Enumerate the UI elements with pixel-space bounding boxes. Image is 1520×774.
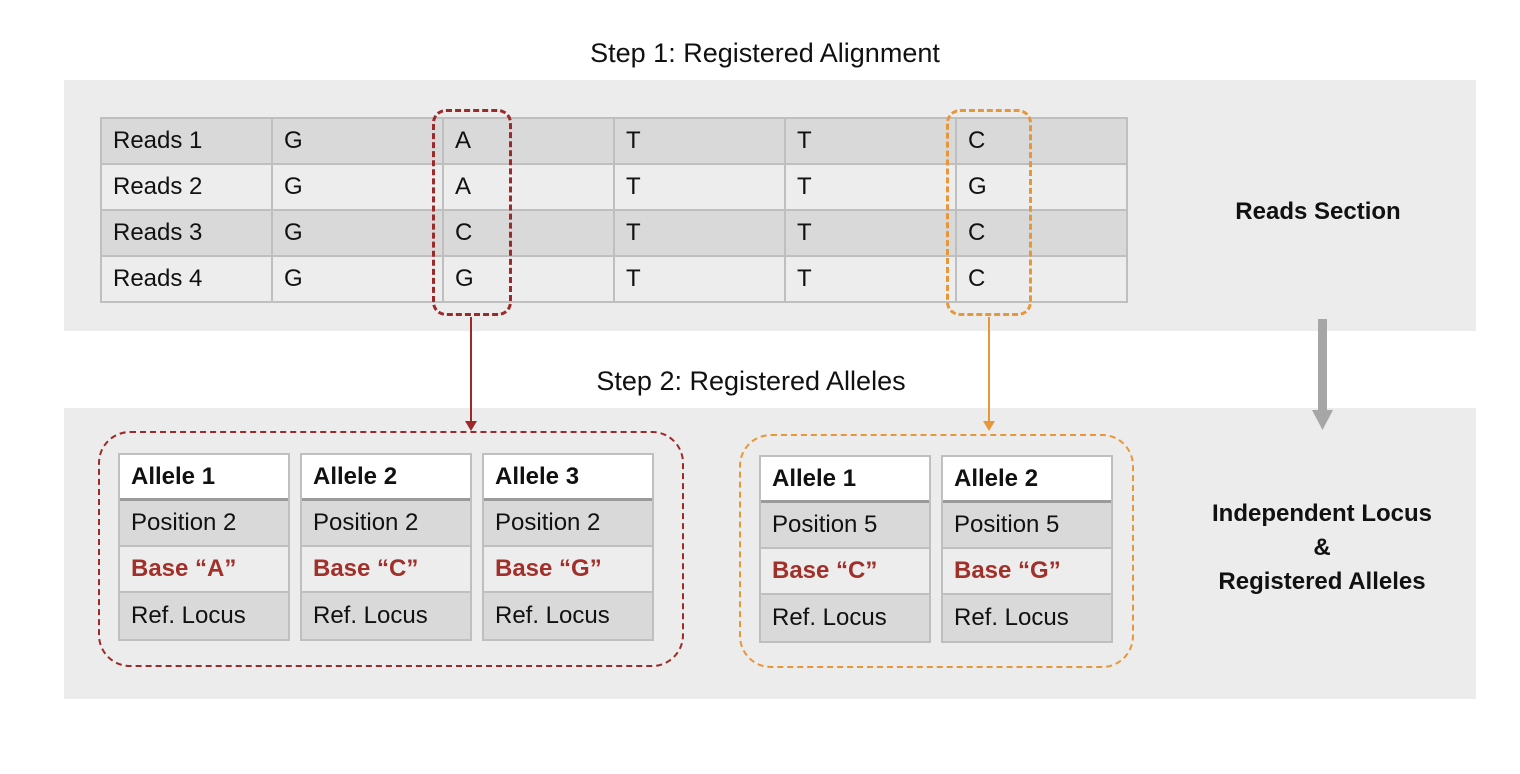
allele-card: Allele 3 Position 2 Base “G” Ref. Locus [482, 453, 654, 641]
base-cell: T [613, 255, 786, 303]
position-2-highlight [432, 109, 512, 316]
red-arrow [465, 317, 477, 431]
base-cell: A [442, 163, 615, 211]
allele-position: Position 2 [302, 501, 470, 547]
allele-title: Allele 3 [484, 455, 652, 501]
allele-base: Base “G” [484, 547, 652, 593]
step1-title: Step 1: Registered Alignment [590, 38, 940, 68]
gray-down-arrow [1312, 319, 1333, 430]
step2-title: Step 2: Registered Alleles [596, 366, 906, 396]
base-cell: G [955, 163, 1128, 211]
base-cell: C [442, 209, 615, 257]
allele-card: Allele 1 Position 2 Base “A” Ref. Locus [118, 453, 290, 641]
base-cell: C [955, 209, 1128, 257]
base-cell: C [955, 117, 1128, 165]
base-cell: G [442, 255, 615, 303]
read-label: Reads 1 [100, 117, 273, 165]
read-label: Reads 4 [100, 255, 273, 303]
base-cell: G [271, 163, 444, 211]
base-cell: G [271, 255, 444, 303]
allele-position: Position 5 [943, 503, 1111, 549]
allele-position: Position 5 [761, 503, 929, 549]
base-cell: T [613, 209, 786, 257]
base-cell: G [271, 117, 444, 165]
locus-label-line: Independent Locus [1211, 500, 1432, 527]
allele-ref-locus: Ref. Locus [302, 593, 470, 639]
base-cell: G [271, 209, 444, 257]
position-2-allele-group [98, 431, 684, 667]
allele-base: Base “A” [120, 547, 288, 593]
base-cell: T [613, 117, 786, 165]
allele-title: Allele 2 [943, 457, 1111, 503]
allele-ref-locus: Ref. Locus [761, 595, 929, 641]
read-label: Reads 3 [100, 209, 273, 257]
locus-label-line: & [1313, 534, 1331, 561]
base-cell: A [442, 117, 615, 165]
reads-row: Reads 1 G A T T C [100, 117, 1128, 165]
allele-title: Allele 1 [761, 457, 929, 503]
base-cell: T [784, 117, 957, 165]
allele-ref-locus: Ref. Locus [484, 593, 652, 639]
allele-ref-locus: Ref. Locus [120, 593, 288, 639]
allele-position: Position 2 [484, 501, 652, 547]
allele-base: Base “C” [761, 549, 929, 595]
allele-base: Base “C” [302, 547, 470, 593]
base-cell: T [784, 209, 957, 257]
reads-row: Reads 4 G G T T C [100, 255, 1128, 303]
base-cell: C [955, 255, 1128, 303]
position-5-highlight [946, 109, 1032, 316]
allele-title: Allele 2 [302, 455, 470, 501]
allele-card: Allele 1 Position 5 Base “C” Ref. Locus [759, 455, 931, 643]
base-cell: T [784, 163, 957, 211]
base-cell: T [784, 255, 957, 303]
allele-ref-locus: Ref. Locus [943, 595, 1111, 641]
base-cell: T [613, 163, 786, 211]
allele-position: Position 2 [120, 501, 288, 547]
reads-row: Reads 2 G A T T G [100, 163, 1128, 211]
allele-card: Allele 2 Position 2 Base “C” Ref. Locus [300, 453, 472, 641]
reads-section-label: Reads Section [1235, 198, 1401, 225]
allele-card: Allele 2 Position 5 Base “G” Ref. Locus [941, 455, 1113, 643]
read-label: Reads 2 [100, 163, 273, 211]
allele-title: Allele 1 [120, 455, 288, 501]
reads-row: Reads 3 G C T T C [100, 209, 1128, 257]
orange-arrow [983, 317, 995, 431]
independent-locus-label: Independent Locus & Registered Alleles [1180, 497, 1464, 599]
reads-table: Reads 1 G A T T C Reads 2 G A T T G Read… [100, 117, 1128, 303]
allele-base: Base “G” [943, 549, 1111, 595]
locus-label-line: Registered Alleles [1218, 568, 1426, 595]
position-5-allele-group [739, 434, 1134, 668]
